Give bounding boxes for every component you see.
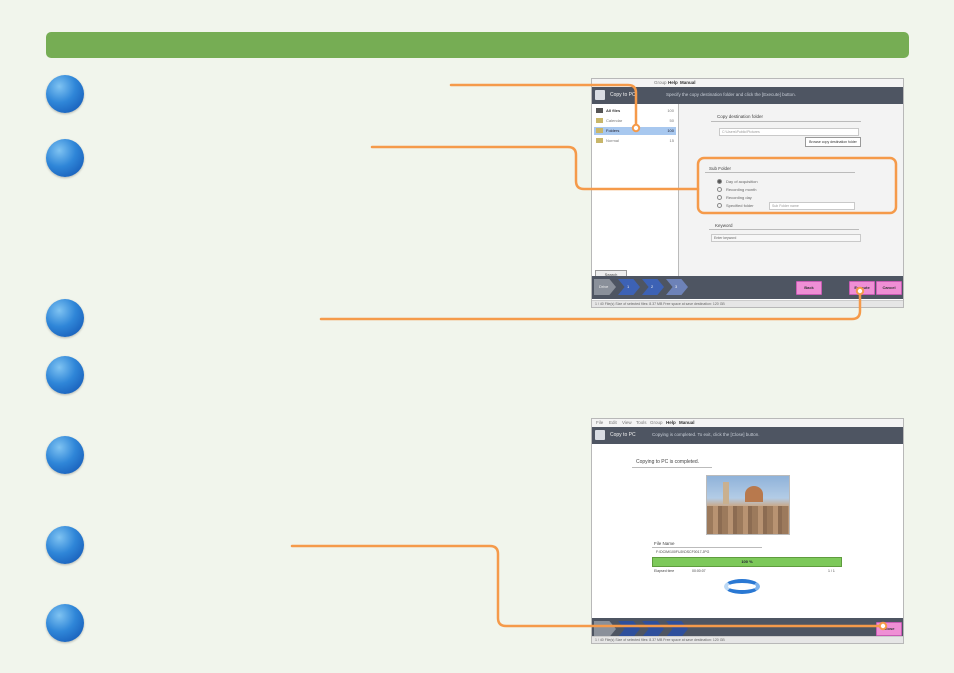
app-titlebar: Copy to PC Copying is completed. To exit… [592,427,903,444]
settings-pane: Copy destination folder C:\Users\Public\… [679,104,903,276]
wizard-step-2 [642,621,664,637]
subfolder-title: Sub Folder [709,166,732,171]
tree-item-label: All files [606,108,621,113]
menu-view[interactable]: View [622,420,632,425]
app-logo-icon [595,90,605,100]
wizard-step-3: 3 [666,279,688,295]
step-marker-icon [46,526,84,564]
menu-group[interactable]: Group [650,420,663,425]
tree-item-label: Folders [606,128,620,133]
close-button[interactable]: Close [876,622,902,636]
section-divider [652,547,762,548]
tree-item-count: 15 [669,138,674,143]
wizard-nav-bar: Drive 1 2 3 Back Execute Cancel [592,276,903,299]
completed-message: Copying to PC is completed. [636,459,700,465]
radio-label: Specified folder [726,203,754,208]
section-divider [632,467,712,468]
menu-manual[interactable]: Manual [680,80,696,85]
radio-icon [717,203,722,209]
window-title: Copy to PC [610,432,636,438]
app-logo-icon [595,430,605,440]
wizard-step-label: 3 [675,284,678,289]
subfolder-name-field[interactable]: Sub Folder name [769,202,855,210]
wizard-step-drive: Drive [594,279,616,295]
status-bar: 1 / 40 File(s) Size of selected files: 8… [592,636,903,643]
tree-item-label: Normal [606,138,619,143]
cancel-button[interactable]: Cancel [876,281,902,295]
elapsed-time-label: Elapsed time [654,569,675,573]
tree-item-count: 100 [667,128,674,133]
folder-tree: All files 100 Calendar 50 Folders 100 No… [592,104,679,276]
wizard-step-2: 2 [642,279,664,295]
menu-file[interactable]: File [596,420,604,425]
keyword-field[interactable]: Enter keyword [711,234,861,242]
folder-icon [596,138,603,143]
subfolder-option-day-of-acquisition[interactable]: Day of acquisition [717,179,758,185]
menu-group[interactable]: Group [654,80,667,85]
step-marker-icon [46,604,84,642]
app-titlebar: Copy to PC Specify the copy destination … [592,87,903,104]
menu-help[interactable]: Help [668,80,678,85]
wizard-step-label: 2 [651,284,654,289]
wizard-step-label: 1 [627,284,630,289]
wizard-step-1: 1 [618,279,640,295]
tree-item[interactable]: Normal 15 [594,137,676,145]
loading-spinner-icon [724,579,760,594]
radio-icon [717,195,722,201]
menu-manual[interactable]: Manual [679,420,695,425]
back-button[interactable]: Back [796,281,822,295]
radio-label: Recording day [726,195,752,200]
folder-icon [596,128,603,133]
file-count: 1 / 1 [828,569,835,573]
radio-label: Day of acquisition [726,179,758,184]
radio-icon [717,187,722,193]
copy-settings-screenshot: Group Help Manual Copy to PC Specify the… [591,78,904,308]
image-thumbnail-icon [706,475,790,535]
instruction-text: Copying is completed. To exit, click the… [652,432,760,437]
step-marker-icon [46,139,84,177]
step-marker-icon [46,356,84,394]
subfolder-option-recording-month[interactable]: Recording month [717,187,757,193]
instruction-text: Specify the copy destination folder and … [666,92,796,97]
file-name-label: File Name [654,541,675,546]
menu-help[interactable]: Help [666,420,676,425]
section-divider [711,121,861,122]
menu-edit[interactable]: Edit [609,420,617,425]
wizard-step-label: Drive [599,284,609,289]
radio-selected-icon [717,179,722,185]
section-divider [705,172,855,173]
subfolder-option-recording-day[interactable]: Recording day [717,195,752,201]
tree-item-count: 50 [669,118,674,123]
folder-icon [596,108,603,113]
tree-item-label: Calendar [606,118,623,123]
step-marker-icon [46,75,84,113]
copy-destination-title: Copy destination folder [717,114,764,119]
browse-destination-button[interactable]: Browse copy destination folder [805,137,861,147]
tree-item-selected[interactable]: Folders 100 [594,127,676,135]
tree-item[interactable]: All files 100 [594,107,676,115]
tree-item-count: 100 [667,108,674,113]
radio-label: Recording month [726,187,757,192]
section-divider [709,229,859,230]
wizard-step-3 [666,621,688,637]
wizard-step-drive [594,621,616,637]
subfolder-option-specified-folder[interactable]: Specified folder [717,203,754,209]
copy-progress-bar: 100 % [652,557,842,567]
execute-button[interactable]: Execute [849,281,875,295]
completion-panel: Copying to PC is completed. File Name F:… [592,444,903,618]
status-bar: 1 / 40 File(s) Size of selected files: 8… [592,300,903,307]
tree-item[interactable]: Calendar 50 [594,117,676,125]
section-header-bar [46,32,909,58]
copy-destination-field[interactable]: C:\Users\Public\Pictures [719,128,859,136]
file-path: F:\DCIM\100FUJI\DSCF0017.JPG [656,550,710,554]
folder-icon [596,118,603,123]
step-marker-icon [46,436,84,474]
wizard-step-1 [618,621,640,637]
elapsed-time-value: 00:00:07 [692,569,706,573]
copy-completed-screenshot: File Edit View Tools Group Help Manual C… [591,418,904,644]
step-marker-icon [46,299,84,337]
keyword-title: Keyword [715,223,733,228]
window-title: Copy to PC [610,92,636,98]
menu-tools[interactable]: Tools [636,420,647,425]
